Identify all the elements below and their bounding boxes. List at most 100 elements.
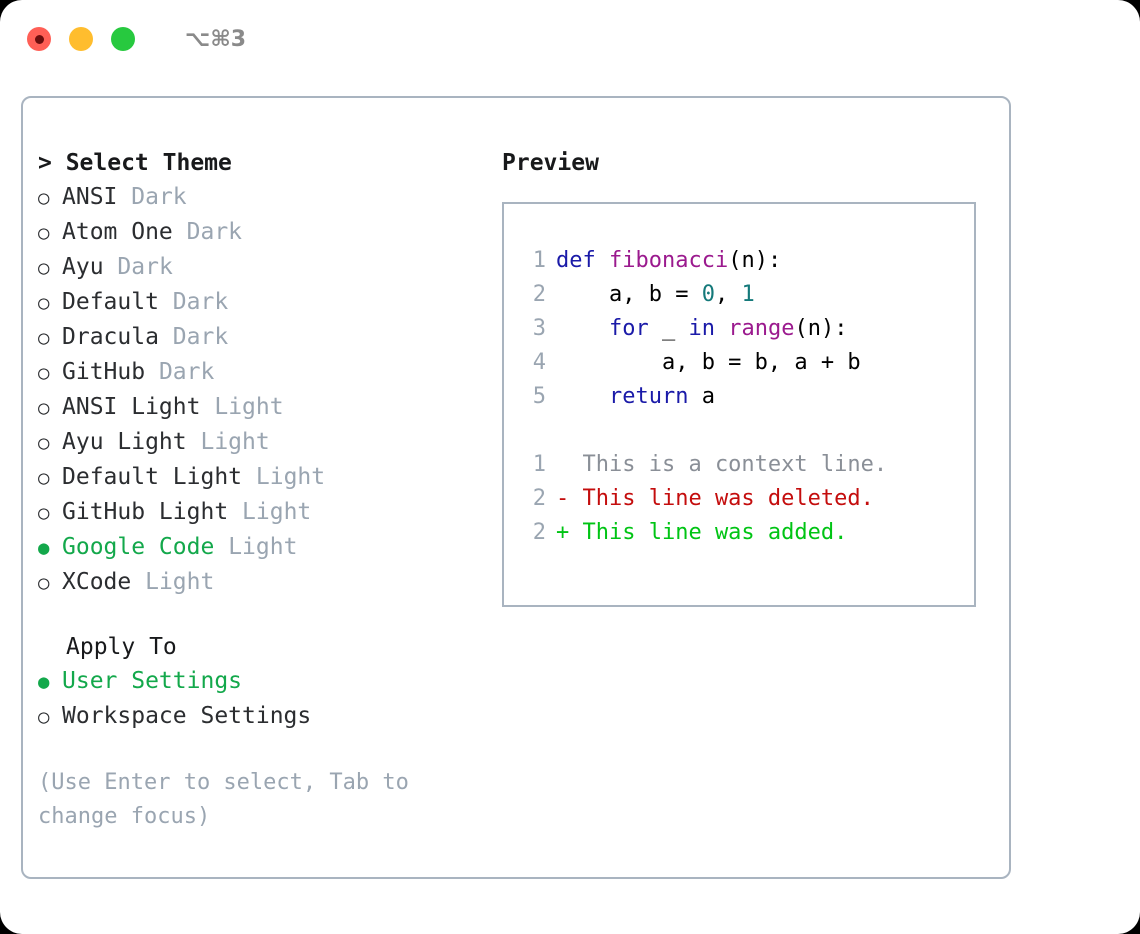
apply-to-heading: Apply To xyxy=(66,634,177,660)
spacer xyxy=(104,250,118,284)
theme-variant-badge: Light xyxy=(200,429,270,455)
theme-name: Default xyxy=(62,289,159,315)
radio-unselected-icon: ○ xyxy=(38,222,50,244)
theme-list[interactable]: ○ANSI Dark○Atom One Dark○Ayu Dark○Defaul… xyxy=(38,180,488,600)
code-token-num: 1 xyxy=(741,282,755,307)
theme-option-ayu-light[interactable]: ○Ayu Light Light xyxy=(38,425,488,460)
code-token-plain xyxy=(715,316,728,341)
code-token-plain: (n): xyxy=(728,248,782,273)
code-line: 4 a, b = b, a + b xyxy=(504,346,974,380)
theme-name: ANSI xyxy=(62,184,118,210)
code-line-content: def fibonacci(n): xyxy=(556,244,781,278)
radio-selected-icon: ● xyxy=(38,671,50,693)
theme-option-dracula[interactable]: ○Dracula Dark xyxy=(38,320,488,355)
spacer xyxy=(145,355,159,389)
theme-variant-badge: Light xyxy=(214,394,284,420)
apply-to-label: Workspace Settings xyxy=(62,703,312,729)
diff-line-content-ctx: This is a context line. xyxy=(556,452,888,477)
code-line: 1 def fibonacci(n): xyxy=(504,244,974,278)
radio-unselected-icon: ○ xyxy=(38,327,50,349)
diff-line: 1 This is a context line. xyxy=(504,448,974,482)
theme-variant-badge: Dark xyxy=(131,184,187,210)
theme-option-google-code[interactable]: ●Google Code Light xyxy=(38,530,488,565)
minimize-button-icon[interactable] xyxy=(69,27,93,51)
radio-unselected-icon: ○ xyxy=(38,572,50,594)
theme-selector-column: > Select Theme ○ANSI Dark○Atom One Dark○… xyxy=(23,98,488,877)
theme-name: Default Light xyxy=(62,464,243,490)
apply-to-option-workspace-settings[interactable]: ○ Workspace Settings xyxy=(38,699,488,734)
theme-name: Atom One xyxy=(62,219,173,245)
title-bar: ⌥⌘3 xyxy=(0,0,1140,78)
spacer xyxy=(131,565,145,599)
line-number: 1 xyxy=(532,248,546,273)
line-number: 2 xyxy=(532,520,546,545)
code-token-fn: fibonacci xyxy=(608,248,729,273)
code-token-kw: return xyxy=(608,384,689,409)
diff-sample: 1 This is a context line. 2 - This line wa… xyxy=(504,448,974,550)
theme-variant-badge: Dark xyxy=(186,219,243,245)
spacer xyxy=(214,530,228,564)
radio-unselected-icon: ○ xyxy=(38,257,50,279)
spacer xyxy=(117,180,131,214)
code-line: 5 return a xyxy=(504,380,974,414)
radio-unselected-icon: ○ xyxy=(38,706,50,728)
apply-to-option-user-settings[interactable]: ●User Settings xyxy=(38,664,488,699)
maximize-button-icon[interactable] xyxy=(111,27,135,51)
theme-option-ansi-light[interactable]: ○ANSI Light Light xyxy=(38,390,488,425)
theme-option-default[interactable]: ○Default Dark xyxy=(38,285,488,320)
theme-name: GitHub xyxy=(62,359,146,385)
theme-variant-badge: Light xyxy=(145,569,215,595)
radio-unselected-icon: ○ xyxy=(38,362,50,384)
radio-unselected-icon: ○ xyxy=(38,502,50,524)
close-button-icon[interactable] xyxy=(27,27,51,51)
theme-option-github[interactable]: ○GitHub Dark xyxy=(38,355,488,390)
code-token-kw: in xyxy=(688,316,715,341)
code-line-content: a, b = b, a + b xyxy=(556,346,861,380)
window-controls xyxy=(27,27,135,51)
code-line-content: for _ in range(n): xyxy=(556,312,847,346)
radio-unselected-icon: ○ xyxy=(38,397,50,419)
code-token-plain: (n): xyxy=(794,316,848,341)
theme-option-atom-one[interactable]: ○ Atom One Dark xyxy=(38,215,488,250)
keyboard-hint-text: (Use Enter to select, Tab to change focu… xyxy=(38,770,423,829)
theme-option-ansi[interactable]: ○ANSI Dark xyxy=(38,180,488,215)
spacer xyxy=(242,460,256,494)
spacer xyxy=(159,320,173,354)
theme-name: Ayu Light xyxy=(62,429,187,455)
apply-to-list[interactable]: ●User Settings ○ Workspace Settings xyxy=(38,664,488,734)
radio-unselected-icon: ○ xyxy=(38,467,50,489)
theme-name: GitHub Light xyxy=(62,499,229,525)
code-line-content: return a xyxy=(556,380,715,414)
code-token-plain xyxy=(556,316,609,341)
line-number: 2 xyxy=(532,486,546,511)
code-line-content: a, b = 0, 1 xyxy=(556,278,755,312)
spacer xyxy=(173,215,187,249)
code-token-plain: , xyxy=(714,282,742,307)
line-number: 2 xyxy=(532,282,546,307)
theme-name: XCode xyxy=(62,569,132,595)
theme-option-github-light[interactable]: ○ GitHub Light Light xyxy=(38,495,488,530)
code-line: 2 a, b = 0, 1 xyxy=(504,278,974,312)
preview-heading: Preview xyxy=(502,150,599,176)
diff-line: 2 + This line was added. xyxy=(504,516,974,550)
theme-variant-badge: Dark xyxy=(117,254,173,280)
diff-line-content-add: + This line was added. xyxy=(556,520,848,545)
diff-line-content-del: - This line was deleted. xyxy=(556,486,874,511)
theme-variant-badge: Light xyxy=(242,499,312,525)
code-token-kw: def xyxy=(556,248,609,273)
diff-line: 2 - This line was deleted. xyxy=(504,482,974,516)
theme-option-ayu[interactable]: ○ Ayu Dark xyxy=(38,250,488,285)
theme-option-default-light[interactable]: ○Default Light Light xyxy=(38,460,488,495)
radio-unselected-icon: ○ xyxy=(38,292,50,314)
code-token-plain: a, b = b, a + b xyxy=(556,350,861,375)
theme-option-xcode[interactable]: ○ XCode Light xyxy=(38,565,488,600)
select-theme-heading: > Select Theme xyxy=(38,150,232,176)
code-line: 3 for _ in range(n): xyxy=(504,312,974,346)
code-token-num: 0 xyxy=(701,282,715,307)
theme-name: Ayu xyxy=(62,254,104,280)
code-token-fn: range xyxy=(728,316,795,341)
